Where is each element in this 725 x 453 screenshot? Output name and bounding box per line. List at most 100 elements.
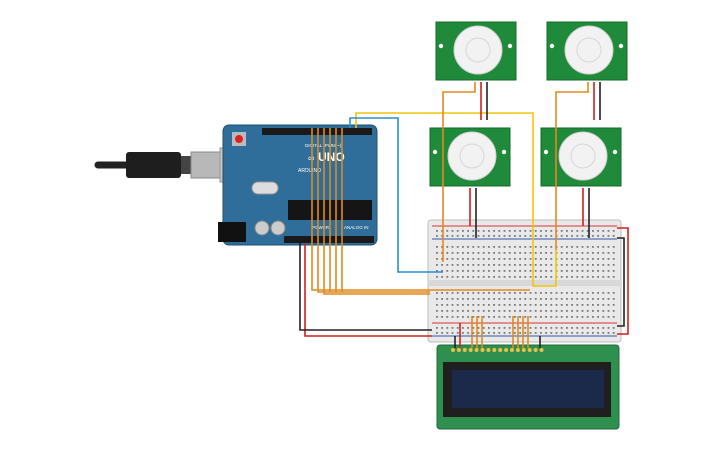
breadboard-hole: [446, 304, 449, 306]
breadboard-hole: [488, 276, 490, 278]
breadboard-hole: [451, 332, 454, 334]
breadboard-hole: [534, 298, 537, 300]
breadboard-hole: [482, 298, 485, 300]
breadboard-hole: [498, 230, 501, 232]
breadboard-hole: [508, 332, 511, 334]
breadboard-hole: [607, 304, 610, 306]
breadboard-hole: [451, 292, 454, 294]
breadboard-hole: [560, 276, 563, 278]
breadboard-hole: [456, 332, 459, 334]
breadboard-hole: [597, 327, 599, 329]
pir-sensor: [435, 21, 517, 81]
breadboard-hole: [462, 235, 464, 237]
breadboard-hole: [612, 270, 615, 272]
breadboard-hole: [508, 270, 511, 272]
breadboard-hole: [436, 252, 438, 254]
breadboard-hole: [597, 292, 599, 294]
breadboard-hole: [581, 246, 584, 248]
breadboard-hole: [602, 264, 605, 266]
breadboard-hole: [451, 252, 454, 254]
breadboard-hole: [550, 292, 553, 294]
breadboard-hole: [545, 310, 547, 312]
breadboard-hole: [519, 276, 521, 278]
breadboard-hole: [571, 230, 573, 232]
breadboard-hole: [503, 292, 506, 294]
breadboard-hole: [451, 327, 454, 329]
breadboard-hole: [472, 327, 475, 329]
breadboard-hole: [441, 264, 443, 266]
breadboard-hole: [607, 276, 610, 278]
breadboard-hole: [576, 264, 579, 266]
breadboard-hole: [566, 264, 568, 266]
breadboard-hole: [566, 332, 568, 334]
breadboard-hole: [550, 264, 553, 266]
breadboard-hole: [467, 270, 469, 272]
breadboard-hole: [477, 304, 480, 306]
breadboard-hole: [545, 264, 547, 266]
breadboard-hole: [602, 310, 605, 312]
breadboard-hole: [607, 235, 610, 237]
breadboard-hole: [462, 264, 464, 266]
breadboard-hole: [462, 310, 464, 312]
breadboard-hole: [519, 230, 521, 232]
breadboard-hole: [472, 310, 475, 312]
board-brand: ARDUINO: [298, 168, 321, 174]
red-wire-rail: [617, 227, 629, 335]
breadboard-hole: [456, 276, 459, 278]
breadboard-hole: [436, 235, 438, 237]
breadboard-hole: [592, 298, 594, 300]
breadboard-hole: [436, 264, 438, 266]
black-wire-board: [299, 243, 432, 331]
breadboard-hole: [545, 230, 547, 232]
breadboard-hole: [477, 310, 480, 312]
breadboard-hole: [560, 304, 563, 306]
breadboard-hole: [498, 327, 501, 329]
breadboard-hole: [441, 252, 443, 254]
breadboard-hole: [592, 270, 594, 272]
breadboard-hole: [534, 246, 537, 248]
breadboard-hole: [488, 246, 490, 248]
breadboard-hole: [545, 258, 547, 260]
breadboard-hole: [555, 327, 558, 329]
red-wire-board: [304, 243, 432, 337]
orange-wire-2: [317, 128, 430, 293]
breadboard-hole: [488, 327, 490, 329]
breadboard-hole: [462, 327, 464, 329]
breadboard-hole: [612, 316, 615, 318]
breadboard-hole: [540, 316, 542, 318]
breadboard-hole: [550, 310, 553, 312]
breadboard-hole: [540, 246, 542, 248]
breadboard-hole: [462, 270, 464, 272]
breadboard-hole: [540, 230, 542, 232]
breadboard-hole: [592, 332, 594, 334]
breadboard-hole: [612, 310, 615, 312]
breadboard-hole: [602, 327, 605, 329]
yellow-wire: [355, 112, 557, 287]
breadboard-hole: [446, 332, 449, 334]
breadboard-hole: [529, 270, 532, 272]
breadboard-hole: [576, 252, 579, 254]
breadboard-hole: [566, 246, 568, 248]
breadboard-hole: [451, 276, 454, 278]
breadboard-hole: [586, 276, 589, 278]
breadboard-hole: [534, 304, 537, 306]
breadboard-hole: [441, 258, 443, 260]
breadboard-hole: [451, 270, 454, 272]
breadboard-hole: [508, 235, 511, 237]
breadboard-hole: [467, 230, 469, 232]
breadboard-hole: [529, 298, 532, 300]
breadboard-hole: [498, 252, 501, 254]
breadboard-hole: [545, 270, 547, 272]
breadboard-hole: [441, 310, 443, 312]
breadboard-hole: [540, 298, 542, 300]
breadboard-hole: [503, 230, 506, 232]
breadboard-hole: [586, 292, 589, 294]
breadboard-hole: [488, 235, 490, 237]
breadboard-hole: [576, 310, 579, 312]
breadboard-hole: [612, 246, 615, 248]
breadboard-hole: [436, 258, 438, 260]
breadboard-hole: [498, 276, 501, 278]
breadboard-hole: [586, 235, 589, 237]
breadboard-hole: [592, 316, 594, 318]
breadboard-hole: [436, 310, 438, 312]
